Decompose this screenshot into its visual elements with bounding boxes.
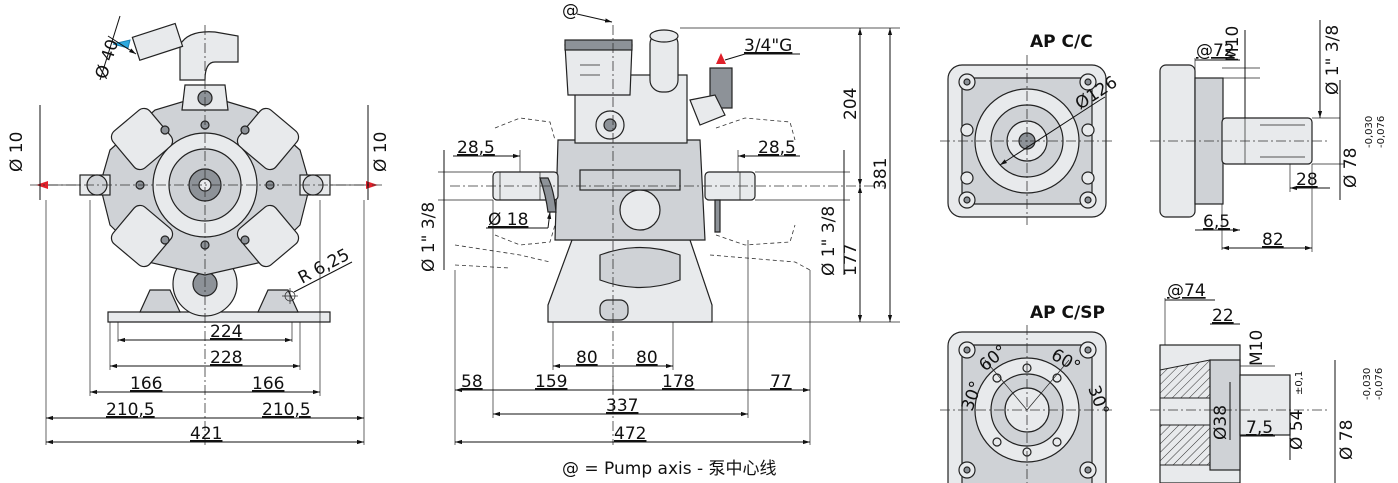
front-view: Ø 40 Ø 10 Ø 10 R 6,25 224 228 166 166 21… xyxy=(7,15,391,445)
ap-csp-title: AP C/SP xyxy=(1030,303,1105,323)
dim-210-left: 210,5 xyxy=(106,400,155,420)
dim-right-port-dia: Ø 10 xyxy=(371,132,391,172)
dim-radius: R 6,25 xyxy=(295,245,353,289)
ap-csp-d54-tol: ±0,1 xyxy=(1294,371,1305,395)
inlet-hose-tail xyxy=(131,22,184,61)
dim-228: 228 xyxy=(210,348,242,368)
ap-cc-at72: @72 xyxy=(1196,41,1235,61)
ap-cc-tol-upper: -0,030 xyxy=(1364,116,1375,148)
ap-csp-m10: M10 xyxy=(1247,330,1267,366)
dim-80-left: 80 xyxy=(576,348,598,368)
inlet-elbow xyxy=(179,31,239,81)
dim-177: 177 xyxy=(841,244,861,276)
ap-cc-bolt-holes xyxy=(958,73,1097,209)
dim-28-5-right: 28,5 xyxy=(758,138,796,158)
ap-cc-l6-5: 6,5 xyxy=(1203,212,1230,232)
cover-top-right xyxy=(236,107,300,171)
ap-cc-d78: Ø 78 xyxy=(1341,148,1361,188)
dim-58: 58 xyxy=(461,372,483,392)
dim-shaft-left: Ø 1" 3/8 xyxy=(419,202,439,272)
ap-csp-tol-lower: -0,076 xyxy=(1374,368,1385,400)
ap-cc-shaft-dia: Ø 1" 3/8 xyxy=(1323,25,1343,95)
inlet-flow-arrow xyxy=(112,39,131,49)
dim-axis-marker: @ xyxy=(562,1,579,21)
ap-cc-l28: 28 xyxy=(1296,170,1318,190)
dim-inlet-leader xyxy=(99,15,121,81)
ap-csp-bolt-holes xyxy=(958,341,1097,479)
ap-cc-title: AP C/C xyxy=(1030,32,1093,52)
left-foot xyxy=(139,289,181,313)
dim-28-5-left: 28,5 xyxy=(457,138,495,158)
dim-166-left: 166 xyxy=(130,374,162,394)
dim-inlet-dia: Ø 40 xyxy=(92,37,124,82)
side-inlet-dome xyxy=(564,44,633,96)
dim-178: 178 xyxy=(662,372,694,392)
ap-cc-l82: 82 xyxy=(1262,230,1284,250)
dim-210-right: 210,5 xyxy=(262,400,311,420)
dim-166-right: 166 xyxy=(252,374,284,394)
ap-cc-tol-lower: -0,076 xyxy=(1376,116,1387,148)
ap-csp-d78: Ø 78 xyxy=(1337,420,1357,460)
ap-csp-at74: @74 xyxy=(1167,281,1206,301)
side-base-window xyxy=(599,246,681,289)
ap-csp-d54: Ø 54 xyxy=(1287,410,1307,450)
left-flow-arrow xyxy=(36,181,48,189)
dim-204: 204 xyxy=(841,88,861,120)
ap-csp-l7-5: 7,5 xyxy=(1246,418,1273,438)
cover-top-left xyxy=(110,107,174,171)
cover-bottom-right xyxy=(236,204,300,268)
ap-csp-view: AP C/SP 60° 60° 30° 30° @ xyxy=(940,281,1385,483)
dim-421: 421 xyxy=(190,424,222,444)
dim-472: 472 xyxy=(614,424,646,444)
dim-outlet-thread: 3/4"G xyxy=(744,36,792,56)
ap-csp-tol-upper: -0,030 xyxy=(1362,368,1373,400)
axis-legend: @ = Pump axis - 泵中心线 xyxy=(562,459,777,479)
dim-381: 381 xyxy=(871,158,891,190)
dim-bore: Ø 18 xyxy=(488,210,528,230)
side-view: @ 3/4"G 28,5 28,5 Ø 1" 3/8 Ø 18 Ø 1" 3/8… xyxy=(419,1,900,479)
dim-159: 159 xyxy=(535,372,567,392)
ap-csp-l22: 22 xyxy=(1212,306,1234,326)
dim-77: 77 xyxy=(770,372,792,392)
base-plate xyxy=(107,311,331,323)
dim-shaft-right: Ø 1" 3/8 xyxy=(819,206,839,276)
dim-left-port-dia: Ø 10 xyxy=(7,132,27,172)
cover-bottom-left xyxy=(110,204,174,268)
ap-cc-m10: M10 xyxy=(1223,26,1243,62)
dim-80-right: 80 xyxy=(636,348,658,368)
outlet-flow-arrow xyxy=(716,53,726,64)
dim-337: 337 xyxy=(606,396,638,416)
ap-cc-view: AP C/C Ø126 @72 M10 xyxy=(940,20,1387,252)
dim-224: 224 xyxy=(210,322,242,342)
right-foot xyxy=(257,289,299,313)
ap-csp-d38: Ø38 xyxy=(1211,405,1231,440)
